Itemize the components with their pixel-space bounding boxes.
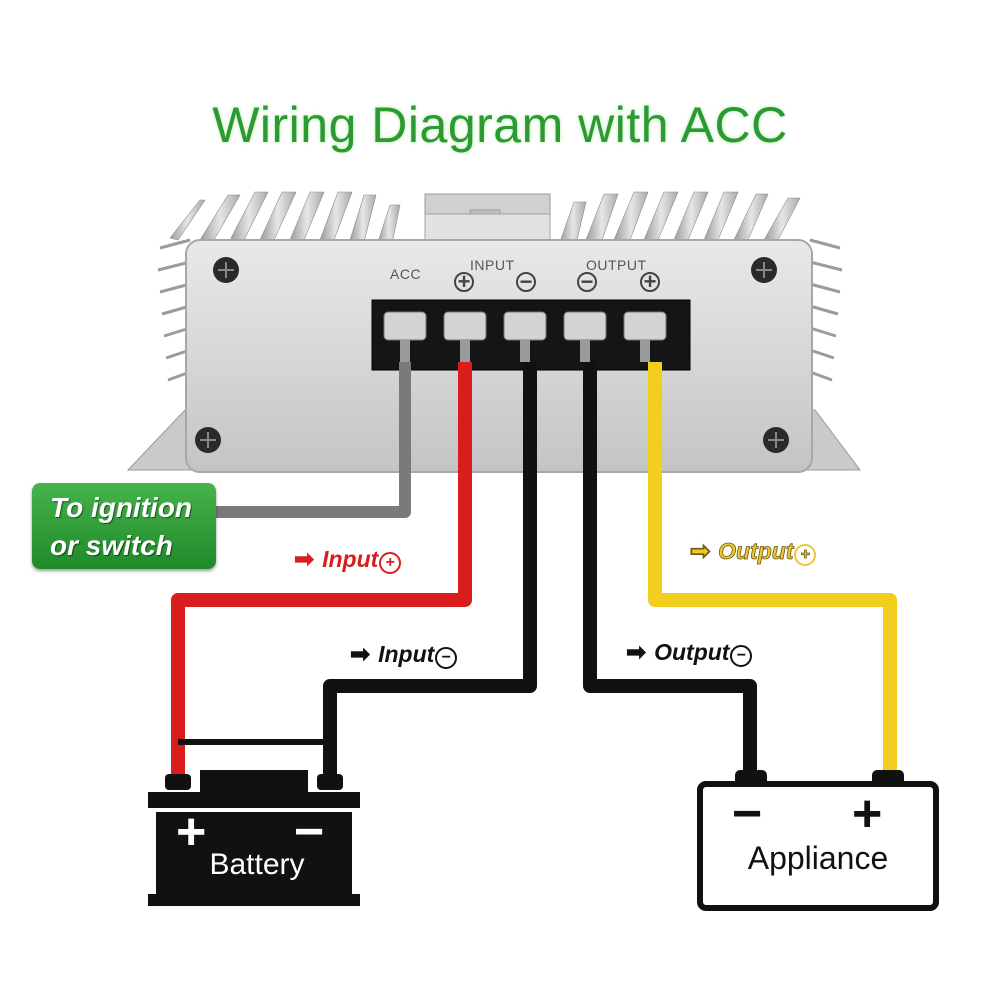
wire-input-negative-black — [323, 362, 537, 778]
output-terminals-label: OUTPUT — [586, 257, 647, 273]
minus-circle-icon: − — [435, 646, 458, 669]
battery-minus-sign: − — [294, 803, 325, 861]
wire-input-positive-red — [171, 362, 472, 778]
heatsink-fins-right — [809, 238, 843, 382]
ignition-line-1: To ignition — [50, 492, 193, 523]
input-negative-text: Input — [378, 640, 435, 667]
appliance-plus-sign: + — [852, 785, 883, 843]
input-terminals-label: INPUT — [470, 257, 515, 273]
ignition-line-2: or switch — [50, 530, 173, 561]
output-positive-text: Output — [718, 537, 794, 564]
plus-circle-icon: + — [379, 551, 402, 574]
terminal-block — [371, 299, 691, 371]
arrow-right-icon: ➡ — [294, 546, 315, 573]
arrow-right-icon: ➡ — [626, 639, 647, 666]
minus-circle-icon: − — [730, 644, 753, 667]
diagram-title: Wiring Diagram with ACC — [212, 97, 788, 153]
appliance-label: Appliance — [747, 840, 889, 876]
heatsink-fins-top-left — [169, 191, 401, 245]
wire-output-positive-yellow — [648, 362, 897, 778]
appliance-minus-sign: − — [732, 785, 763, 843]
arrow-right-icon: ➡ — [690, 538, 711, 566]
battery-plus-sign: + — [176, 803, 207, 861]
output-positive-symbol: + — [640, 271, 660, 293]
output-negative-symbol: − — [577, 271, 597, 293]
ignition-switch-box: To ignition or switch — [32, 483, 216, 569]
wire-output-negative-black — [583, 362, 757, 778]
arrow-right-icon: ➡ — [350, 641, 371, 668]
input-negative-label: ➡ Input− — [350, 640, 458, 669]
appliance-body — [697, 770, 939, 911]
panel-screws — [195, 257, 789, 453]
output-positive-label: ➡ Output+ — [690, 537, 817, 566]
output-negative-label: ➡ Output− — [626, 638, 753, 667]
plus-circle-icon: + — [794, 543, 817, 566]
battery-label: Battery — [209, 848, 305, 881]
battery-body — [148, 739, 360, 906]
acc-terminal-label: ACC — [390, 266, 422, 282]
output-negative-text: Output — [654, 638, 730, 665]
input-positive-label: ➡ Input+ — [294, 545, 402, 574]
input-negative-symbol: − — [516, 271, 536, 293]
input-positive-text: Input — [322, 545, 379, 572]
wire-acc-gray — [215, 362, 411, 518]
input-positive-symbol: + — [454, 271, 474, 293]
heatsink-fins-top-right — [559, 191, 801, 245]
